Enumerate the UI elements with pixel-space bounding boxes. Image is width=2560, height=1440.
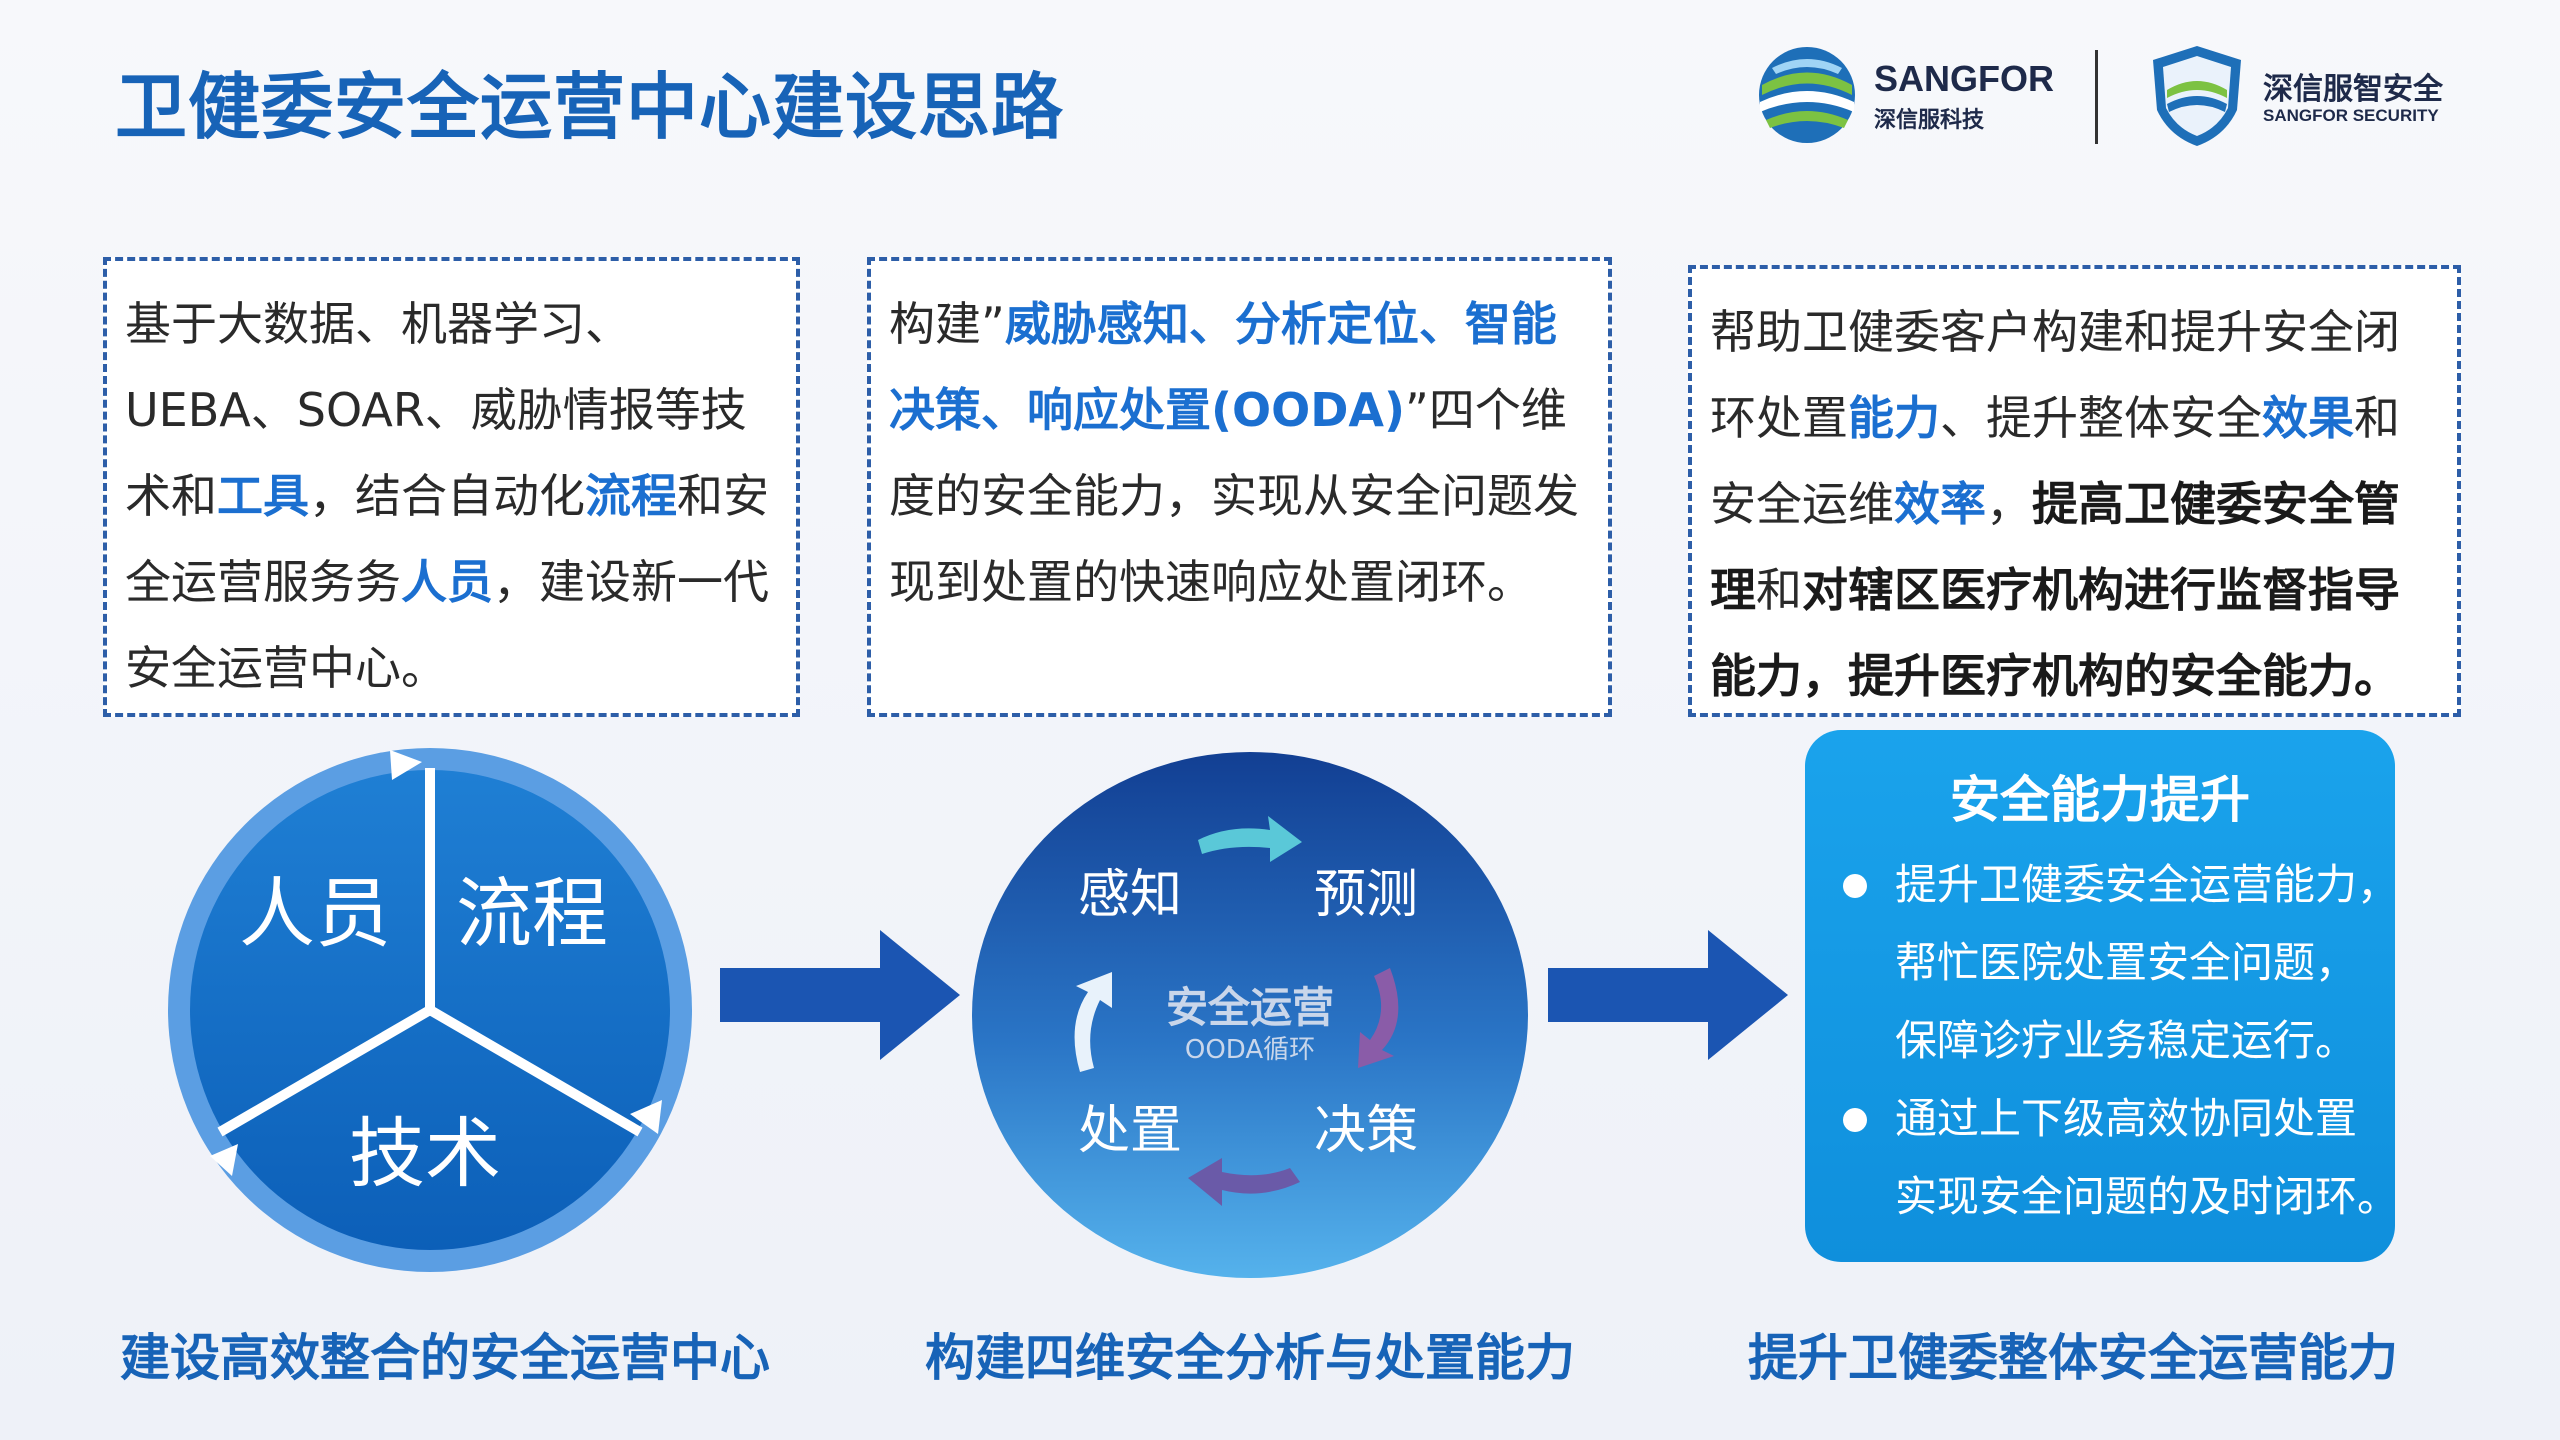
ooda-decide: 决策 xyxy=(1314,1101,1418,1161)
box3-highlight-efficiency: 效率 xyxy=(1894,477,1986,531)
box1-text-4: ，建设新一代安全运营中心。 xyxy=(125,555,769,695)
description-box-ooda: 构建”威胁感知、分析定位、智能决策、响应处置(OODA)”四个维度的安全能力，实… xyxy=(867,257,1612,717)
ooda-perceive: 感知 xyxy=(1078,865,1182,925)
cycle-arrow-icon xyxy=(1074,972,1112,1072)
sangfor-security-logo-name: 深信服智安全 xyxy=(2263,72,2443,107)
box3-bold-1: 提高卫健委安全管理 xyxy=(1710,477,2400,617)
panel-item-1: 提升卫健委安全运营能力， 帮忙医院处置安全问题， 保障诊疗业务稳定运行。 xyxy=(1825,846,2400,1080)
description-box-tools: 基于大数据、机器学习、UEBA、SOAR、威胁情报等技术和工具，结合自动化流程和… xyxy=(103,257,800,717)
flow-arrow-icon xyxy=(720,930,960,1060)
box1-text-2: ，结合自动化 xyxy=(309,469,585,523)
box3-text-1: 帮助卫健委客户构建和提升安全闭环处置 xyxy=(1710,305,2400,445)
bullet-icon xyxy=(1843,874,1867,898)
ooda-handle: 处置 xyxy=(1078,1101,1182,1161)
sangfor-logo: SANGFOR 深信服科技 xyxy=(1752,40,2062,150)
box1-text-1: 基于大数据、机器学习、UEBA、SOAR、威胁情报等技术和 xyxy=(125,297,747,523)
pie-label-process: 流程 xyxy=(456,869,608,958)
capability-panel: 安全能力提升 提升卫健委安全运营能力， 帮忙医院处置安全问题， 保障诊疗业务稳定… xyxy=(1805,730,2400,1262)
box1-highlight-tools: 工具 xyxy=(217,469,309,523)
panel-item-2: 通过上下级高效协同处置 实现安全问题的及时闭环。 xyxy=(1825,1080,2400,1236)
sangfor-security-logo-sub: SANGFOR SECURITY xyxy=(2263,106,2439,125)
box1-highlight-process: 流程 xyxy=(585,469,677,523)
sangfor-logo-name: SANGFOR xyxy=(1874,58,2054,99)
box3-text-5: 和 xyxy=(1756,563,1802,617)
box2-text-1: 构建” xyxy=(889,297,1005,351)
description-box-capability: 帮助卫健委客户构建和提升安全闭环处置能力、提升整体安全效果和安全运维效率，提高卫… xyxy=(1688,265,2461,717)
box3-text-3: 和安全运维 xyxy=(1710,391,2400,531)
cycle-arrow-icon xyxy=(1198,816,1302,862)
sangfor-logo-sub: 深信服科技 xyxy=(1874,108,1985,133)
caption-capability: 提升卫健委整体安全运营能力 xyxy=(1748,1329,2398,1387)
sangfor-security-logo: 深信服智安全 SANGFOR SECURITY xyxy=(2145,40,2475,150)
box2-highlight-ooda: 威胁感知、分析定位、智能决策、响应处置(OODA) xyxy=(889,297,1557,437)
panel-item-2-line: 通过上下级高效协同处置 xyxy=(1895,1094,2358,1143)
box3-text-4: ， xyxy=(1986,477,2032,531)
panel-item-1-line: 保障诊疗业务稳定运行。 xyxy=(1895,1016,2358,1065)
pie-label-people: 人员 xyxy=(239,869,391,958)
globe-icon xyxy=(1759,47,1855,143)
box3-text-2: 、提升整体安全 xyxy=(1940,391,2262,445)
box3-bold-2: 对辖区医疗机构进行监督指导能力，提升医疗机构的安全能力。 xyxy=(1710,563,2400,703)
panel-item-2-line: 实现安全问题的及时闭环。 xyxy=(1895,1172,2400,1221)
panel-title: 安全能力提升 xyxy=(1950,771,2250,829)
shield-icon xyxy=(2153,46,2241,146)
ooda-cycle: 感知 预测 决策 处置 安全运营 OODA循环 xyxy=(972,752,1528,1278)
box2-text-2: ”四个维度的安全能力，实现从安全问题发现到处置的快速响应处置闭环。 xyxy=(889,383,1579,609)
flow-arrow-icon xyxy=(1548,930,1788,1060)
pie-arrow-head-icon xyxy=(630,1100,662,1134)
box3-highlight-effect: 效果 xyxy=(2262,391,2354,445)
caption-soc: 建设高效整合的安全运营中心 xyxy=(120,1329,770,1387)
three-element-pie: 人员 流程 技术 xyxy=(168,748,692,1272)
ooda-center-title: 安全运营 xyxy=(1166,983,1334,1032)
logo-divider xyxy=(2095,50,2098,144)
bullet-icon xyxy=(1843,1108,1867,1132)
panel-item-1-line: 提升卫健委安全运营能力， xyxy=(1895,860,2400,909)
cycle-arrow-icon xyxy=(1358,968,1399,1068)
caption-ooda: 构建四维安全分析与处置能力 xyxy=(925,1329,1575,1387)
pie-arrow-head-icon xyxy=(210,1144,238,1176)
box1-highlight-people: 人员 xyxy=(401,555,493,609)
box3-highlight-ability: 能力 xyxy=(1848,391,1940,445)
pie-label-tech: 技术 xyxy=(349,1109,501,1198)
ooda-predict: 预测 xyxy=(1314,865,1418,925)
pie-arrow-head-icon xyxy=(390,750,422,780)
page-title: 卫健委安全运营中心建设思路 xyxy=(115,65,1065,149)
panel-item-1-line: 帮忙医院处置安全问题， xyxy=(1895,938,2358,987)
ooda-center-sub: OODA循环 xyxy=(1185,1035,1315,1065)
box1-text-3: 和安全运营服务务 xyxy=(125,469,769,609)
cycle-arrow-icon xyxy=(1188,1158,1300,1206)
